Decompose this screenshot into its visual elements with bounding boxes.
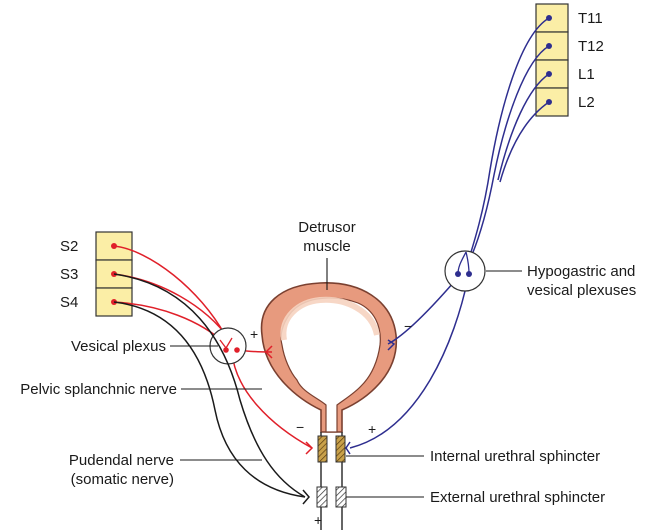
nerve-vesical-internal: [231, 351, 313, 449]
vesical-dot-2: [234, 347, 240, 353]
nerve-external-fork: [302, 489, 310, 505]
bladder: [260, 282, 397, 530]
sign-vesical-detrusor: +: [250, 326, 258, 342]
label-detrusor-line1: Detrusor: [298, 219, 356, 236]
dot-t11: [546, 15, 552, 21]
segment-label-l1: L1: [578, 66, 595, 83]
label-hypogastric-line1: Hypogastric and: [527, 263, 635, 280]
hypogastric-inner-fibers: [457, 251, 470, 275]
nerve-l2: [499, 101, 550, 183]
nerve-s3-pudendal: [113, 273, 306, 498]
dot-t12: [546, 43, 552, 49]
sympathetic-segments: T11 T12 L1 L2: [535, 3, 604, 117]
dot-l1: [546, 71, 552, 77]
dot-l2: [546, 99, 552, 105]
nerve-detrusor-red-fork: [264, 345, 273, 359]
nerve-t11: [465, 17, 550, 269]
bladder-mucosa: [280, 296, 380, 341]
nerve-l1: [497, 73, 550, 181]
sign-pudendal-external: +: [314, 512, 322, 528]
segment-label-t12: T12: [578, 38, 604, 55]
sign-vesical-internal: −: [296, 419, 304, 435]
segment-label-s2: S2: [60, 238, 78, 255]
external-sphincter-right: [335, 486, 347, 508]
sign-hypogastric-internal: +: [368, 421, 376, 437]
nerve-detrusor-fork: [387, 339, 396, 351]
label-pelvic-splanchnic: Pelvic splanchnic nerve: [20, 381, 177, 398]
label-vesical-plexus: Vesical plexus: [71, 338, 166, 355]
nerve-s2: [113, 245, 226, 336]
nerve-internal-red-fork: [305, 441, 314, 455]
leader-lines: [170, 258, 522, 498]
sign-hypogastric-detrusor: −: [404, 318, 412, 334]
hypogastric-plexus-circle: [444, 250, 486, 292]
internal-sphincter-left: [317, 435, 328, 463]
dot-s2: [111, 243, 117, 249]
segment-label-s4: S4: [60, 294, 78, 311]
nerve-hypogastric-internal: [349, 277, 469, 449]
sympathetic-nerves: [345, 17, 550, 455]
label-internal-sphincter: Internal urethral sphincter: [430, 448, 600, 465]
label-detrusor-line2: muscle: [303, 238, 351, 255]
label-pudendal-line2: (somatic nerve): [71, 471, 174, 488]
label-external-sphincter: External urethral sphincter: [430, 489, 605, 506]
somatic-nerves: [113, 273, 310, 505]
segment-label-s3: S3: [60, 266, 78, 283]
nerve-t12: [465, 45, 550, 269]
label-hypogastric-line2: vesical plexuses: [527, 282, 636, 299]
external-sphincter-left: [316, 486, 328, 508]
vesical-inner-fibers: [219, 337, 233, 349]
segment-label-l2: L2: [578, 94, 595, 111]
vesical-dot-1: [223, 347, 229, 353]
nerve-internal-fork: [345, 441, 351, 455]
internal-sphincter-right: [335, 435, 346, 463]
segment-label-t11: T11: [578, 10, 603, 27]
nerve-hypogastric-detrusor: [387, 274, 461, 345]
sympathetic-endpoints: [546, 15, 552, 105]
nerve-s4-pudendal: [113, 301, 306, 498]
label-pudendal-line1: Pudendal nerve: [69, 452, 174, 469]
